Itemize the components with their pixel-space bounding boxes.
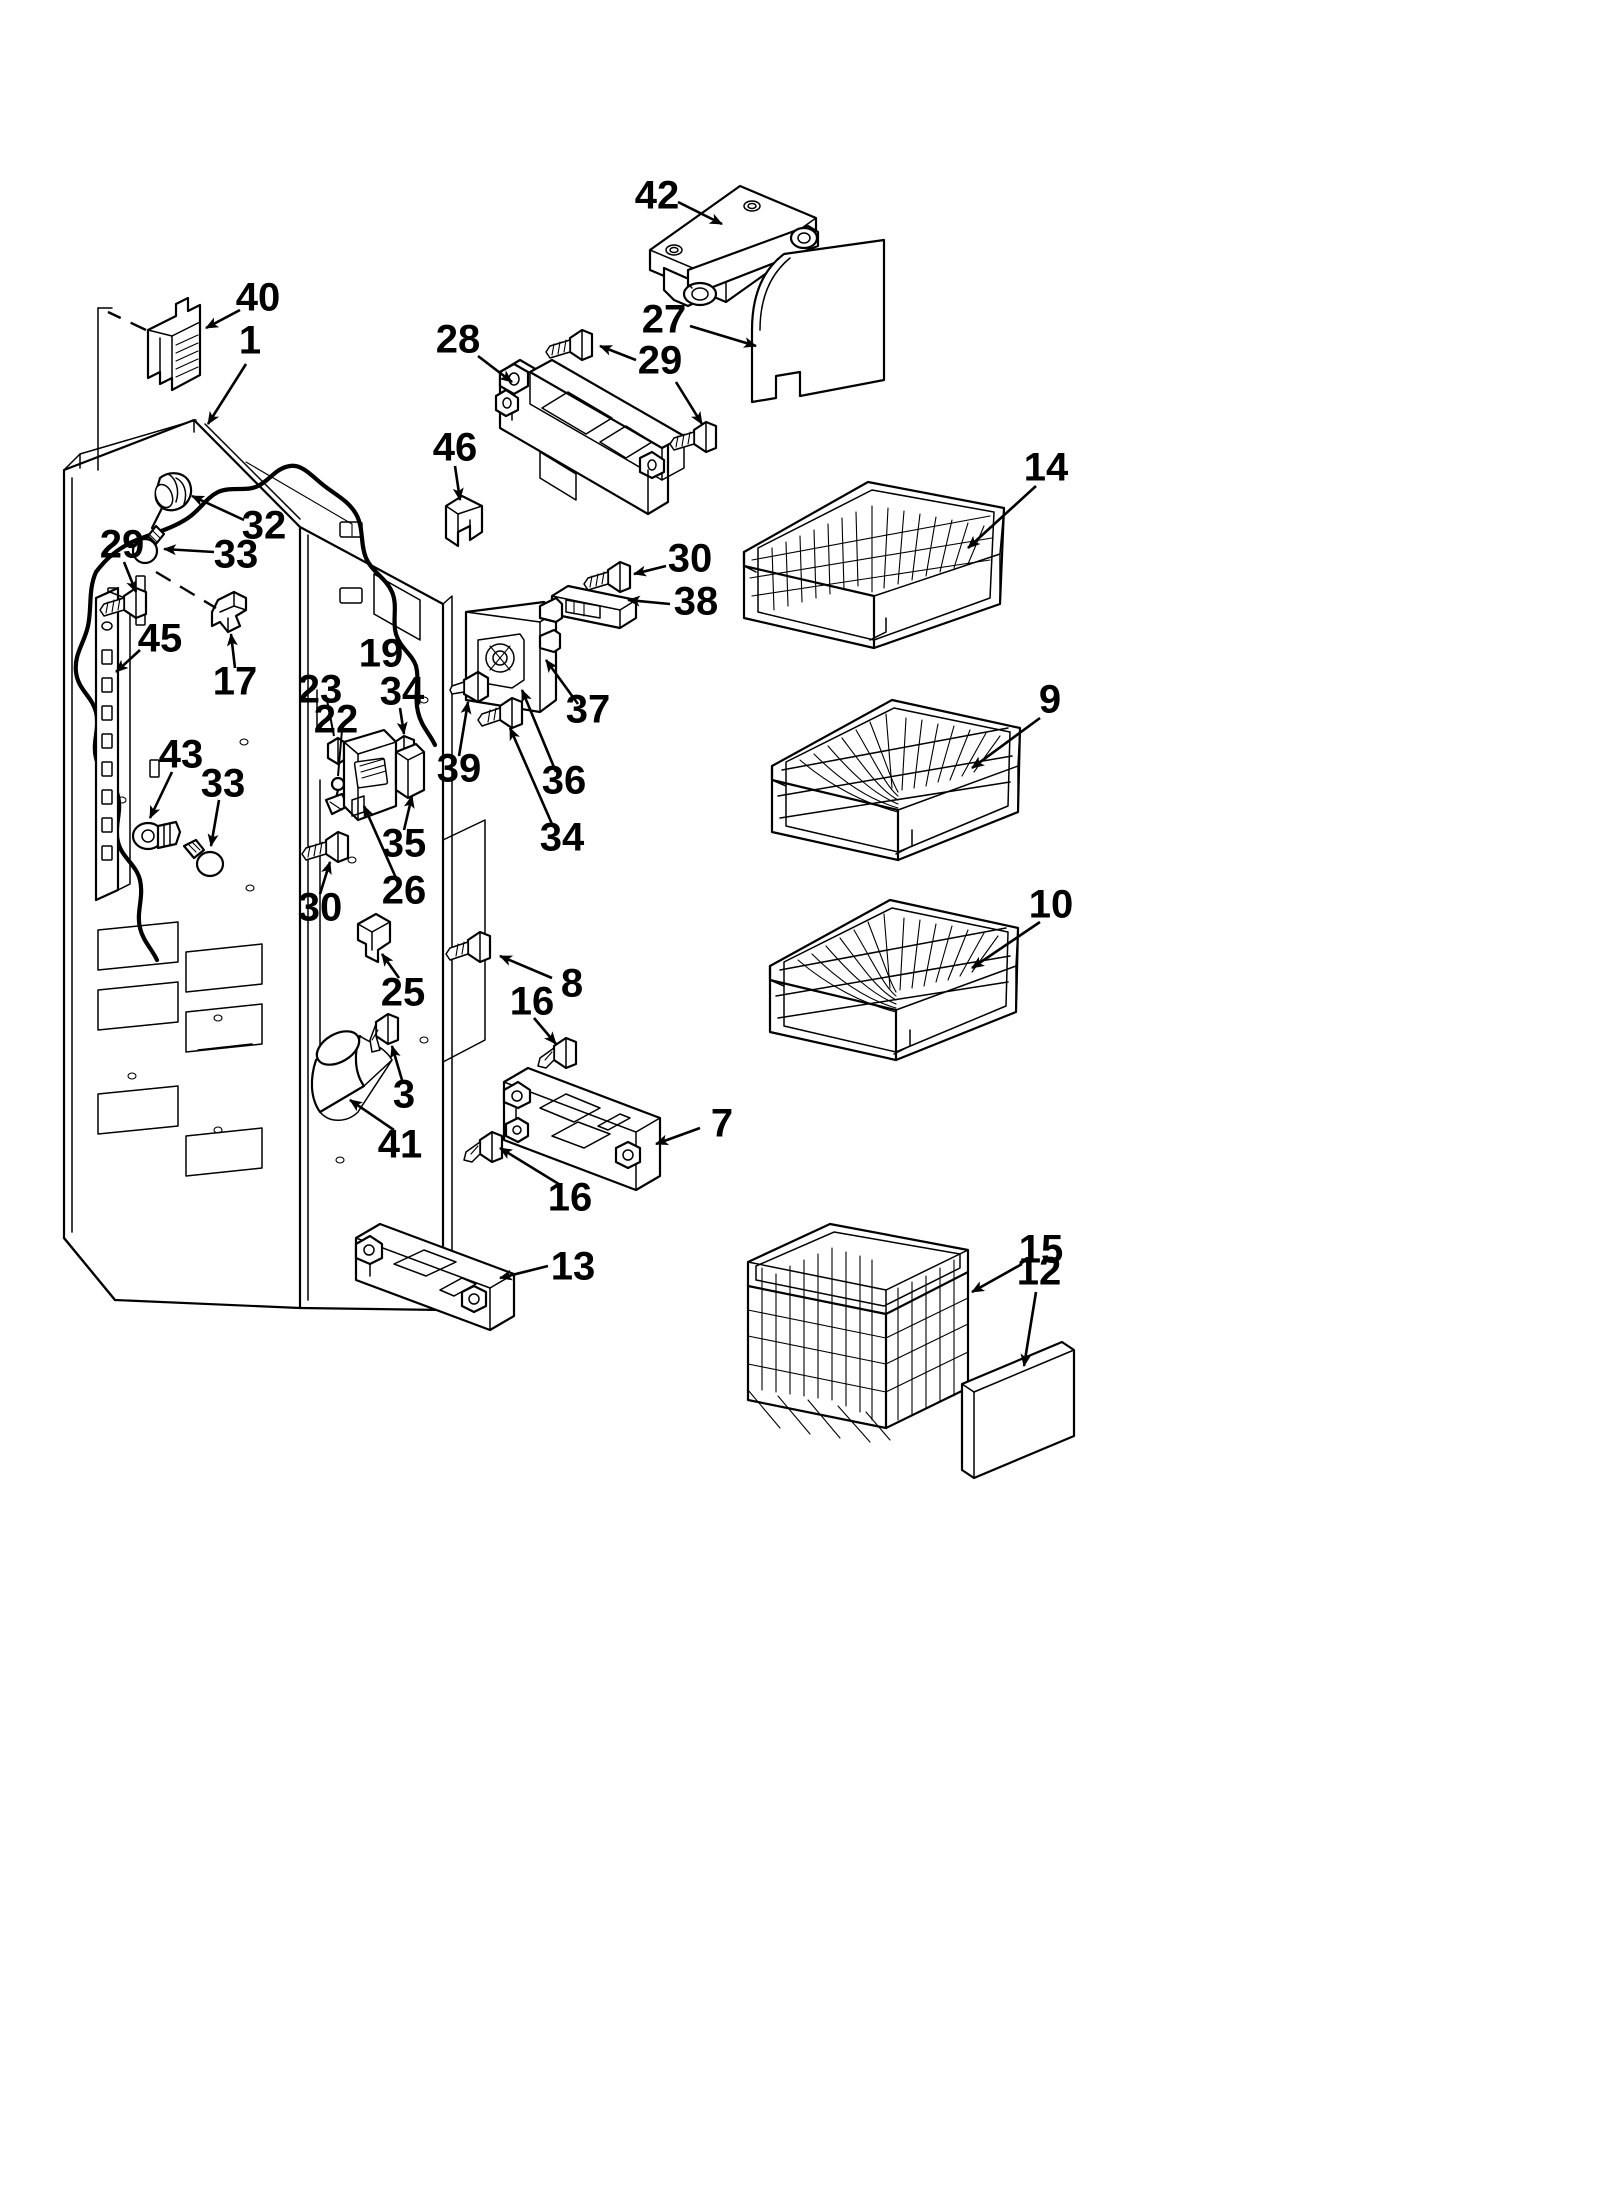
part-13-lower-front-bracket — [354, 1222, 516, 1332]
callout-19: 19 — [359, 632, 404, 676]
part-16-screw-lower — [463, 1130, 504, 1164]
part-30-screw-upper — [583, 560, 632, 594]
callout-36: 36 — [542, 759, 587, 803]
callout-30a: 30 — [668, 537, 713, 581]
callout-38: 38 — [674, 580, 719, 624]
locator-dash-40 — [107, 310, 147, 332]
callout-39: 39 — [437, 747, 482, 791]
part-16-screw-upper — [537, 1036, 578, 1070]
part-35-air-diffuser-cover — [394, 742, 426, 800]
part-8-screw — [445, 930, 492, 964]
part-27-divider-panel — [750, 238, 886, 404]
callout-10: 10 — [1029, 883, 1074, 927]
callout-8: 8 — [561, 962, 583, 1006]
part-29-screw-chute-upper — [545, 328, 594, 362]
part-33-light-bulb-upper — [131, 524, 166, 565]
callout-46: 46 — [433, 426, 478, 470]
callout-28: 28 — [436, 318, 481, 362]
callout-labels: 40 1 28 29 42 27 46 14 32 29 33 30 38 45… — [100, 174, 1074, 1294]
callout-25: 25 — [381, 971, 426, 1015]
part-42-upper-bracket — [648, 184, 820, 308]
part-10-wire-shelf-lower — [768, 898, 1020, 1062]
callout-14: 14 — [1024, 446, 1069, 490]
callout-16a: 16 — [510, 980, 555, 1024]
callout-43: 43 — [159, 733, 204, 777]
part-7-ice-maker-bracket — [502, 1066, 662, 1192]
part-39-grommet — [449, 670, 490, 704]
part-9-wire-shelf-middle — [770, 698, 1022, 862]
part-25-shelf-stop-clip — [356, 912, 392, 964]
callout-29a: 29 — [638, 339, 683, 383]
callout-23: 23 — [298, 668, 343, 712]
part-45-shelf-support-rail — [94, 586, 131, 902]
callout-37: 37 — [566, 688, 611, 732]
part-14-wire-shelf-full — [742, 480, 1006, 650]
callout-29b: 29 — [100, 523, 145, 567]
callout-9: 9 — [1039, 678, 1061, 722]
callout-3: 3 — [393, 1073, 415, 1117]
part-26-control-board — [342, 728, 398, 822]
part-30-screw-lower — [301, 830, 350, 864]
part-46-thermistor-clip — [444, 494, 484, 548]
callout-27: 27 — [642, 298, 687, 342]
callout-7: 7 — [711, 1102, 733, 1146]
callout-12: 12 — [1017, 1250, 1062, 1294]
locator-dash-17 — [155, 570, 217, 610]
callout-22: 22 — [314, 698, 359, 742]
part-12-basket-divider — [960, 1340, 1076, 1480]
callout-45: 45 — [138, 617, 183, 661]
callout-40: 40 — [236, 276, 281, 320]
part-34-screw-mid — [477, 696, 524, 730]
callout-34b: 34 — [540, 816, 585, 860]
part-41-evaporator-cover — [310, 1030, 393, 1121]
part-19-liner-back-panel — [442, 819, 486, 1063]
callout-17: 17 — [213, 660, 258, 704]
callout-41: 41 — [378, 1123, 423, 1167]
part-28-ice-chute-housing — [494, 358, 686, 516]
callout-16b: 16 — [548, 1176, 593, 1220]
part-17-shelf-support-clip — [210, 590, 248, 634]
part-15-wire-basket — [746, 1222, 970, 1443]
part-3-air-duct-screw — [369, 1012, 400, 1053]
part-43-lamp-socket-assembly — [131, 820, 182, 851]
callout-33a: 33 — [214, 533, 259, 577]
callout-34a: 34 — [380, 670, 425, 714]
callout-30b: 30 — [298, 886, 343, 930]
part-32-lamp-socket — [150, 472, 193, 530]
leader-lines — [115, 200, 1041, 1367]
callout-32: 32 — [242, 504, 287, 548]
callout-13: 13 — [551, 1245, 596, 1289]
callout-26: 26 — [382, 869, 427, 913]
callout-15: 15 — [1019, 1228, 1064, 1272]
part-29-screw-chute-lower — [669, 420, 718, 454]
callout-42: 42 — [635, 174, 680, 218]
part-38-switch-bracket — [550, 584, 638, 630]
part-33-light-bulb-lower — [182, 838, 225, 878]
callout-33b: 33 — [201, 762, 246, 806]
part-40-liner-trim-clip — [146, 296, 202, 392]
callout-1: 1 — [239, 319, 261, 363]
callout-35: 35 — [382, 822, 427, 866]
